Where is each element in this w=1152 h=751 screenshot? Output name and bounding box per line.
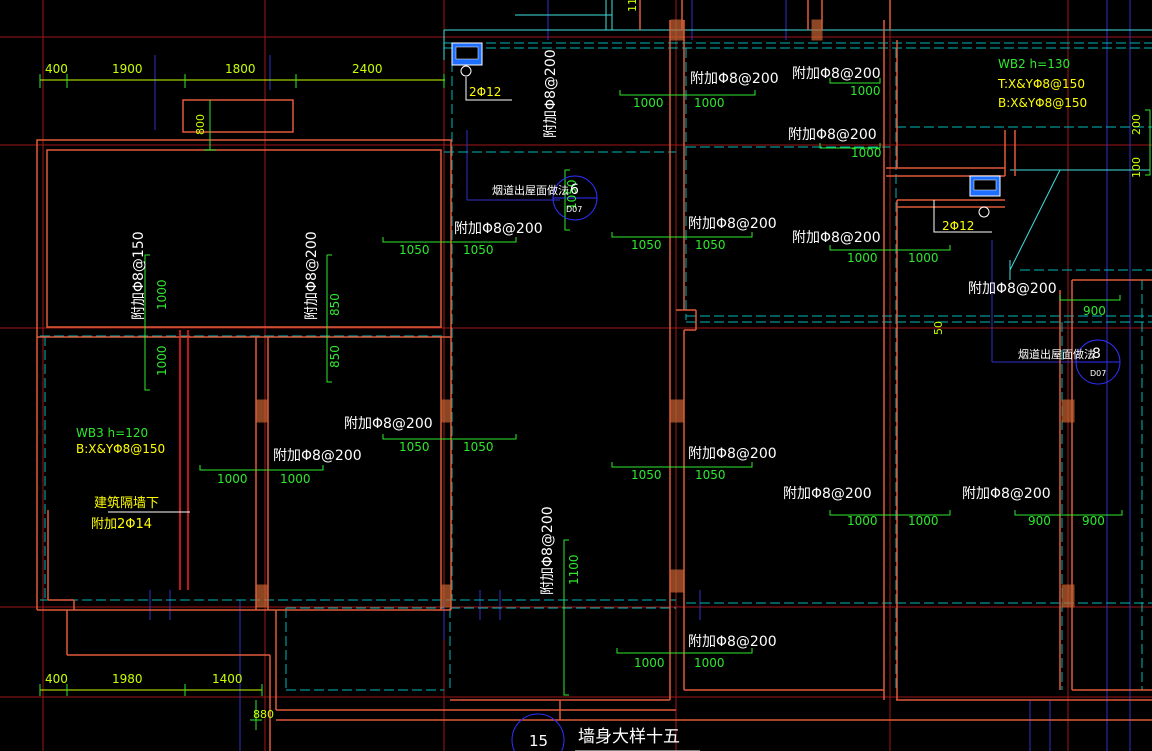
span-value: 1000 (908, 514, 939, 528)
span-value: 900 (1083, 304, 1106, 318)
slab-name: WB3 h=120 (76, 426, 148, 440)
detail-sheet: D07 (1090, 369, 1106, 378)
wall-columns (256, 19, 1075, 608)
dimension-lines (39, 74, 1151, 730)
rebar-label: 附加Φ8@200 (344, 416, 433, 432)
detail-number: 15 (529, 732, 548, 750)
span-value: 1050 (631, 468, 662, 482)
chimney-note: 烟道出屋面做法 (492, 183, 569, 197)
rebar-label: 附加Φ8@200 (792, 230, 881, 246)
detail-sheet: D07 (566, 205, 582, 214)
slab-top-rebar: T:X&YΦ8@150 (997, 77, 1085, 91)
dim-label: 100 (1130, 157, 1143, 178)
blue-reference-lines (149, 0, 1131, 751)
detail-ref: 6 (570, 182, 579, 198)
rebar-label: 附加Φ8@200 (968, 281, 1057, 297)
rebar-label: 附加Φ8@200 (454, 221, 543, 237)
span-value: 1100 (567, 554, 581, 585)
slab-name: WB2 h=130 (998, 57, 1070, 71)
span-value: 1000 (280, 472, 311, 486)
rebar-label: 附加Φ8@200 (690, 71, 779, 87)
dim-label: 200 (1130, 114, 1143, 135)
span-value: 1000 (634, 656, 665, 670)
dim-label: 400 (45, 62, 68, 76)
span-value: 1000 (694, 96, 725, 110)
rebar-label: 附加Φ8@200 (783, 486, 872, 502)
chimney-vent-icons (451, 42, 1001, 218)
slab-bottom-rebar: B:X&YΦ8@150 (998, 96, 1087, 110)
rebar-label: 附加Φ8@200 (688, 634, 777, 650)
dim-label: 1980 (112, 672, 143, 686)
rebar-labels: 附加Φ8@200 附加Φ8@200 附加Φ8@200 附加Φ8@200 附加Φ8… (131, 49, 1057, 650)
dim-label: 2400 (352, 62, 383, 76)
span-value: 1000 (155, 279, 169, 310)
bar-callouts (108, 77, 992, 513)
span-value: 1050 (695, 468, 726, 482)
bar-tags: 2Φ12 2Φ12 (469, 85, 974, 233)
dim-label: 880 (253, 708, 274, 721)
span-value: 1000 (850, 84, 881, 98)
slab-wb3-annotation: WB3 h=120 B:X&YΦ8@150 (76, 426, 165, 456)
rebar-label: 附加Φ8@200 (688, 446, 777, 462)
span-value: 1000 (633, 96, 664, 110)
dim-label: 1900 (112, 62, 143, 76)
rebar-label: 附加Φ8@200 (273, 448, 362, 464)
span-value: 900 (1082, 514, 1105, 528)
dim-label: 800 (194, 114, 207, 135)
dim-label: 400 (45, 672, 68, 686)
span-value: 1000 (217, 472, 248, 486)
span-value: 1000 (908, 251, 939, 265)
rebar-label: 附加Φ8@200 (543, 49, 559, 138)
title-block: 15 墙身大样十五 (529, 727, 680, 750)
bar-tag: 2Φ12 (942, 219, 974, 233)
dim-label: 1400 (212, 672, 243, 686)
detail-title: 墙身大样十五 (578, 727, 680, 747)
detail-ref: 8 (1092, 346, 1101, 362)
span-values: 1000 1000 1000 1000 1050 1050 1050 1050 … (155, 84, 1106, 670)
span-value: 850 (328, 293, 342, 316)
span-value: 1000 (847, 514, 878, 528)
span-value: 1050 (399, 440, 430, 454)
wall-note-line1: 建筑隔墙下 (94, 495, 159, 511)
detail-reference-circles (511, 175, 1121, 751)
small-dimensions: 800 880 118 100 200 50 (194, 0, 1143, 721)
wall-note-line2: 附加2Φ14 (91, 517, 152, 532)
span-value: 1000 (694, 656, 725, 670)
rebar-label: 附加Φ8@200 (962, 486, 1051, 502)
span-value: 1050 (631, 238, 662, 252)
span-value: 1000 (851, 146, 882, 160)
dim-label: 118 (626, 0, 639, 12)
dim-label: 1800 (225, 62, 256, 76)
rebar-label: 附加Φ8@200 (792, 66, 881, 82)
dim-label: 50 (932, 321, 945, 335)
span-value: 1000 (155, 345, 169, 376)
chimney-notes: 烟道出屋面做法 6 D07 烟道出屋面做法 8 D07 (492, 182, 1106, 378)
bar-tag: 2Φ12 (469, 85, 501, 99)
rebar-label: 附加Φ8@200 (540, 506, 556, 595)
rebar-label: 附加Φ8@200 (788, 127, 877, 143)
rebar-label: 附加Φ8@150 (131, 231, 147, 320)
slab-wb2-annotation: WB2 h=130 T:X&YΦ8@150 B:X&YΦ8@150 (997, 57, 1087, 110)
span-value: 1050 (463, 440, 494, 454)
span-value: 1050 (565, 179, 579, 210)
rebar-label: 附加Φ8@200 (688, 216, 777, 232)
span-value: 1050 (399, 243, 430, 257)
slab-rebar: B:X&YΦ8@150 (76, 442, 165, 456)
top-dimension-labels: 400 1900 1800 2400 (45, 62, 383, 76)
span-value: 1000 (847, 251, 878, 265)
bottom-dimension-labels: 400 1980 1400 (45, 672, 243, 686)
cyan-outline (443, 0, 1152, 280)
walls (36, 0, 1152, 751)
span-value: 1050 (695, 238, 726, 252)
span-value: 900 (1028, 514, 1051, 528)
span-value: 850 (328, 345, 342, 368)
span-value: 1050 (463, 243, 494, 257)
wall-note: 建筑隔墙下 附加2Φ14 (91, 495, 159, 532)
rebar-label: 附加Φ8@200 (304, 231, 320, 320)
chimney-note: 烟道出屋面做法 (1018, 347, 1095, 361)
